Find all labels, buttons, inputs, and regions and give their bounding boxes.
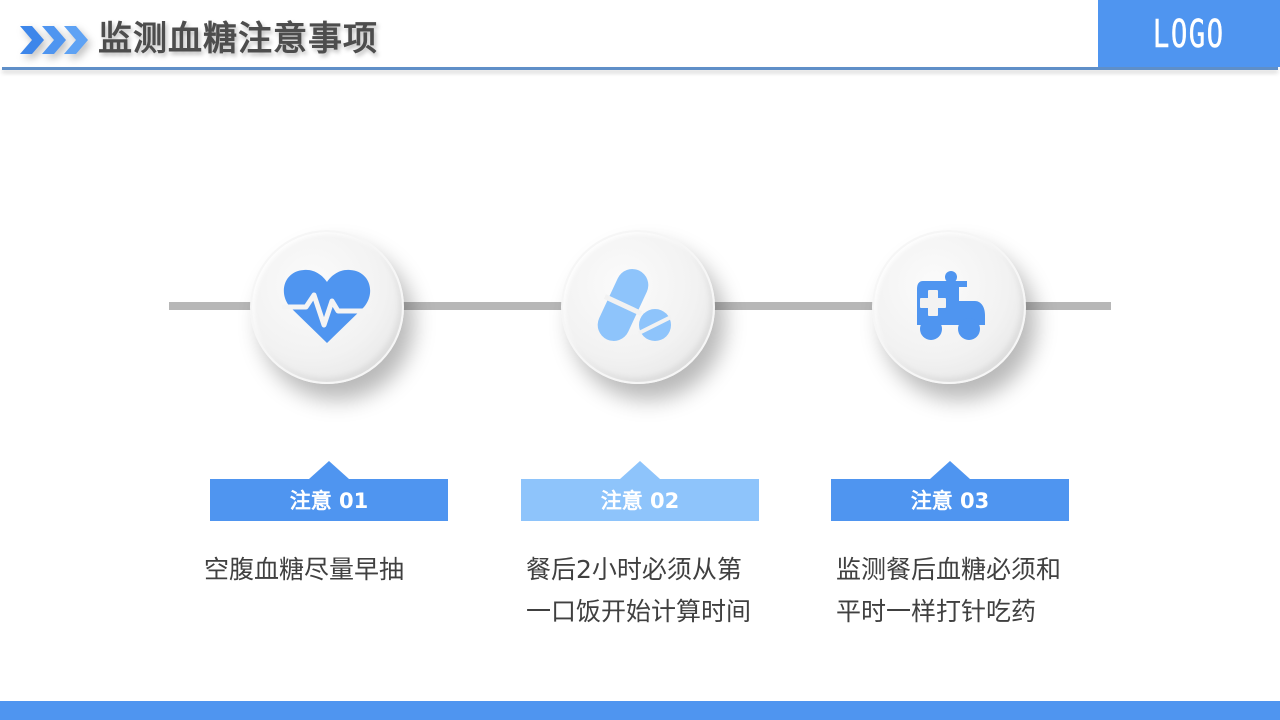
note-tag-3: 注意 03 (831, 479, 1069, 521)
logo-text: LOGO (1153, 11, 1225, 56)
page-title: 监测血糖注意事项 (98, 19, 378, 59)
logo: LOGO (1098, 0, 1280, 67)
header-divider (2, 67, 1278, 70)
triple-chevron-right-icon (20, 26, 88, 54)
note-tag-label: 注意 01 (289, 489, 369, 513)
step-node-1 (250, 230, 404, 384)
ambulance-icon (917, 271, 985, 340)
step-node-2 (561, 230, 715, 384)
desc-line: 空腹血糖尽量早抽 (204, 555, 405, 584)
header: 监测血糖注意事项 LOGO (0, 0, 1280, 72)
footer-bar (0, 701, 1280, 720)
note-desc-3: 监测餐后血糖必须和 平时一样打针吃药 (836, 549, 1061, 633)
desc-line: 餐后2小时必须从第 (526, 555, 742, 584)
note-desc-2: 餐后2小时必须从第 一口饭开始计算时间 (526, 549, 751, 633)
desc-line: 平时一样打针吃药 (836, 597, 1037, 626)
desc-line: 监测餐后血糖必须和 (836, 555, 1062, 584)
pills-icon (597, 269, 672, 341)
note-tag-label: 注意 02 (600, 489, 680, 513)
desc-line: 一口饭开始计算时间 (526, 597, 752, 626)
note-tag-label: 注意 03 (910, 489, 990, 513)
note-tag-2: 注意 02 (521, 479, 759, 521)
note-tag-1: 注意 01 (210, 479, 448, 521)
note-desc-1: 空腹血糖尽量早抽 (204, 549, 404, 591)
heart-pulse-icon (282, 269, 372, 343)
step-node-3 (872, 230, 1026, 384)
